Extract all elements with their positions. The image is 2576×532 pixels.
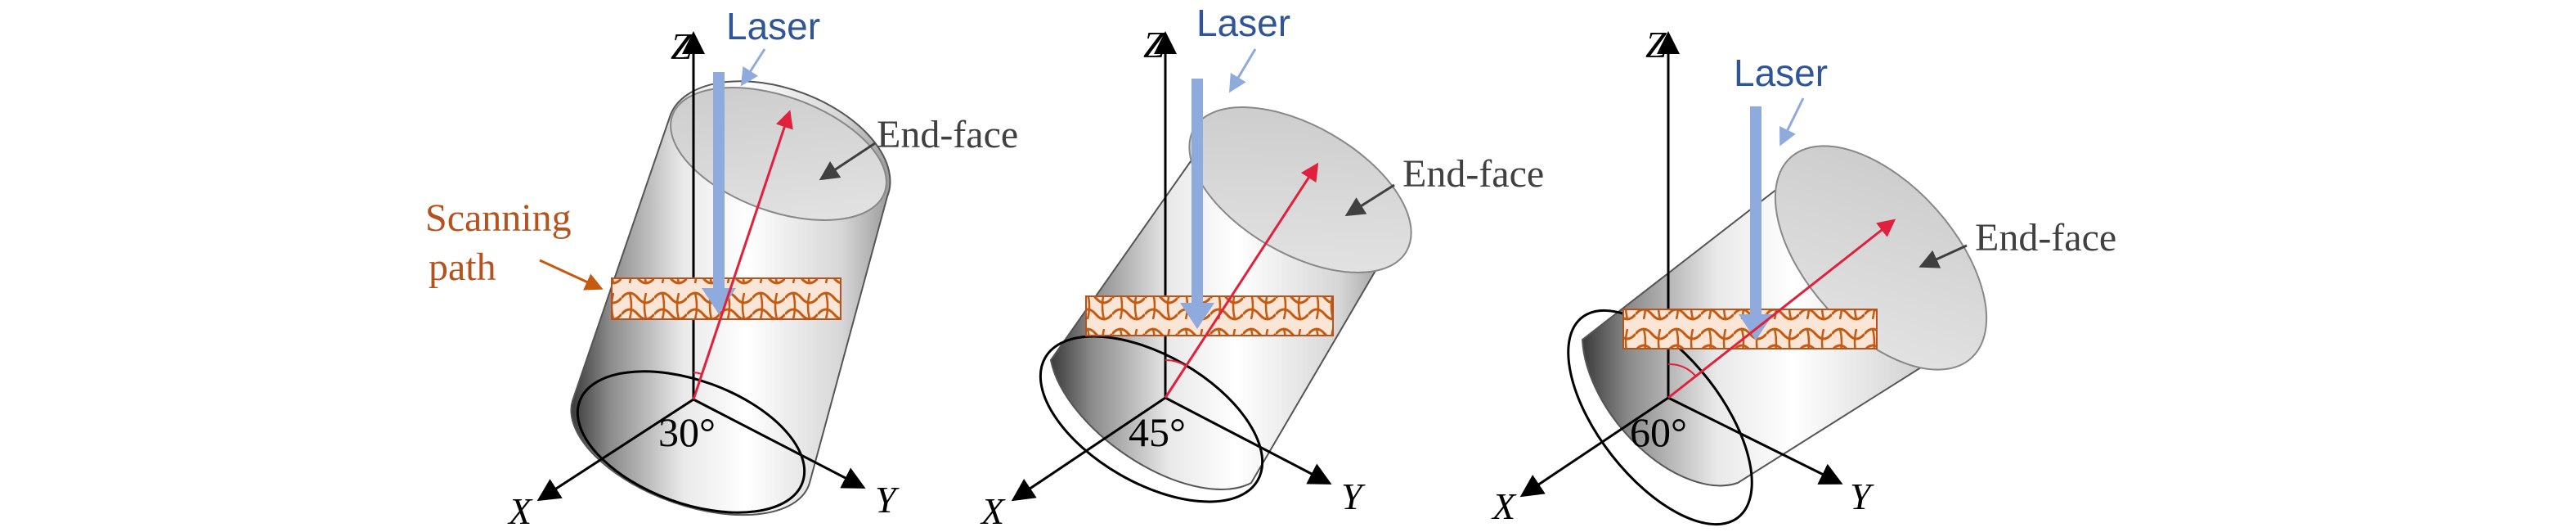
normal-vector	[692, 110, 793, 400]
panel-30deg: Z X Y 30° Laser End-face Scanning path	[425, 5, 1018, 532]
panel-60deg: Z X Y 60° Laser End-face	[1491, 24, 2116, 527]
end-face	[1774, 145, 1988, 371]
scanning-path-label-line2: path	[429, 246, 496, 289]
laser-label: Laser	[726, 5, 820, 47]
y-axis	[1165, 396, 1332, 485]
laser-beam	[1180, 79, 1214, 329]
x-axis	[536, 398, 694, 502]
x-axis	[1519, 396, 1669, 498]
laser-pointer-arrow	[740, 48, 766, 87]
angle-arc	[693, 372, 702, 375]
end-face-label: End-face	[877, 113, 1018, 156]
end-face	[670, 87, 887, 221]
axes	[536, 31, 866, 502]
base-ellipse	[576, 370, 806, 514]
laser-label: Laser	[1196, 2, 1290, 44]
x-axis-label: X	[507, 490, 533, 532]
x-axis	[1011, 396, 1166, 502]
y-axis-label: Y	[875, 479, 900, 521]
y-axis	[693, 398, 866, 489]
scanning-path-pointer-arrow	[539, 259, 604, 291]
y-axis-label: Y	[1341, 476, 1366, 517]
end-face-label: End-face	[1402, 152, 1544, 196]
end-face-label: End-face	[1975, 216, 2116, 259]
base-ellipse	[1567, 309, 1753, 526]
angle-label: 45°	[1129, 409, 1186, 455]
laser-pointer-arrow	[1228, 48, 1257, 93]
normal-vector	[1164, 162, 1319, 399]
normal-vector	[1667, 219, 1896, 399]
panel-45deg: Z X Y 45° Laser End-face	[980, 2, 1544, 532]
z-axis-label: Z	[671, 25, 692, 67]
x-axis-label: X	[980, 490, 1006, 532]
end-face-pointer-arrow	[1344, 183, 1395, 217]
scanning-path-label-line1: Scanning	[425, 196, 572, 240]
z-axis-label: Z	[1143, 24, 1165, 65]
laser-pointer-arrow	[1779, 97, 1805, 147]
axes	[1011, 31, 1332, 502]
end-face-pointer-arrow	[1919, 244, 1968, 268]
y-axis	[1667, 396, 1843, 485]
angle-arc	[1165, 358, 1187, 367]
angle-label: 60°	[1630, 409, 1687, 455]
end-face-pointer-arrow	[819, 142, 876, 181]
angle-label: 30°	[658, 409, 716, 455]
z-axis-label: Z	[1645, 24, 1667, 65]
x-axis-label: X	[1491, 485, 1517, 527]
y-axis-label: Y	[1850, 476, 1874, 517]
angle-arc	[1667, 363, 1697, 377]
laser-label: Laser	[1734, 52, 1828, 94]
